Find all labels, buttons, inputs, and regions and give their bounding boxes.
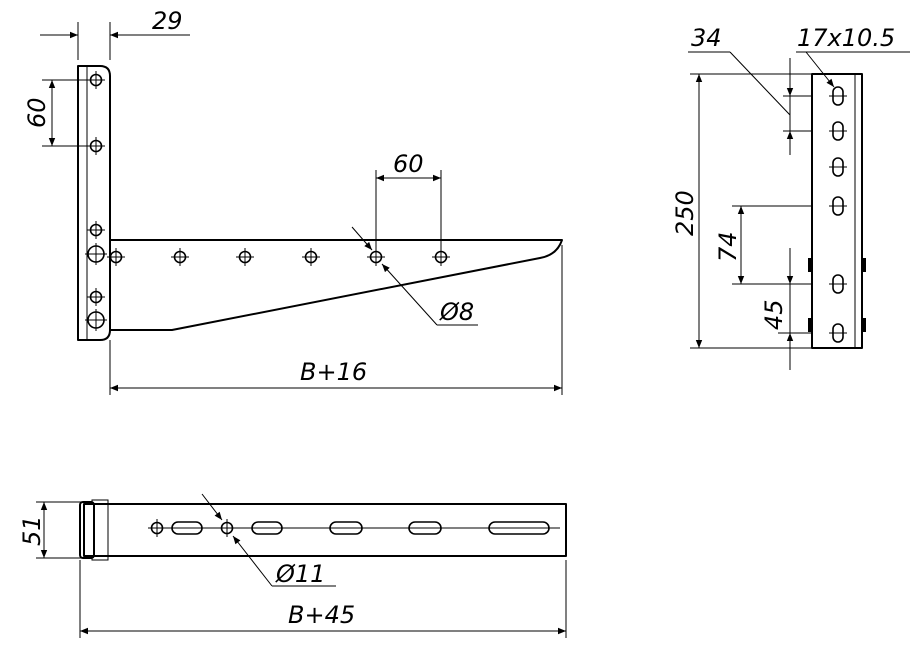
dim-top-length: B+45 [79,560,567,638]
dim-end-slot-offset: 34 [688,24,812,155]
dim-label-b16: B+16 [300,358,367,386]
dim-label-d8: Ø8 [439,298,474,326]
dim-label-29: 29 [152,7,183,35]
end-slots [828,86,848,343]
dim-side-hole-diameter: Ø8 [351,226,478,326]
dim-side-length: B+16 [109,245,563,395]
dim-top-hole-diameter: Ø11 [201,493,336,588]
dim-side-top-offset: 29 [40,7,190,60]
top-slots [165,521,560,535]
top-plate [83,503,567,557]
dim-end-spacing-a: 74 [714,205,812,285]
side-plate-holes [84,70,108,332]
dim-label-74: 74 [714,231,742,262]
end-plate [811,73,863,349]
dim-label-17x10-5: 17x10.5 [797,24,895,52]
dim-label-d11: Ø11 [275,560,325,588]
dim-label-60-left: 60 [23,97,51,128]
dim-label-60-arm: 60 [393,150,424,178]
dim-end-slot-size: 17x10.5 [796,24,910,88]
dim-top-width: 51 [18,501,92,559]
dim-side-left-spacing: 60 [23,79,90,147]
top-view: 51 Ø11 B+45 [18,493,567,638]
side-view: 29 60 60 Ø8 [23,7,563,395]
side-arm [110,239,563,331]
side-arm-holes [106,247,451,267]
end-view: 250 34 17x10.5 74 [671,24,910,370]
dim-side-arm-spacing: 60 [375,150,442,250]
dim-label-34: 34 [691,24,722,52]
dim-label-51: 51 [18,515,46,546]
dim-end-spacing-b: 45 [760,248,812,370]
dim-label-b45: B+45 [288,601,355,629]
dim-label-45: 45 [760,299,788,330]
dim-label-250: 250 [671,190,699,236]
side-vertical-plate [77,65,111,341]
dim-end-height: 250 [671,73,812,349]
